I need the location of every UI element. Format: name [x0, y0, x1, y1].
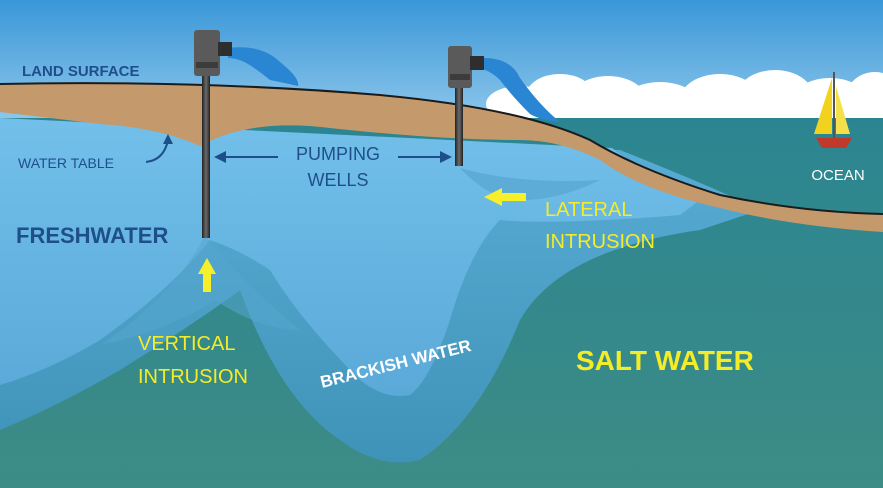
vertical-intrusion-label-line2: INTRUSION	[138, 366, 248, 388]
lateral-intrusion-label-line2: INTRUSION	[545, 231, 655, 253]
water-spout-icon	[478, 57, 560, 123]
freshwater-label: FRESHWATER	[16, 223, 168, 248]
ocean-label: OCEAN	[811, 167, 864, 184]
vertical-intrusion-plume	[100, 236, 300, 345]
salt-water-label: SALT WATER	[576, 345, 754, 376]
arrow-left-icon	[484, 188, 526, 206]
water-spout-icon	[228, 47, 299, 86]
vertical-intrusion-label-line1: VERTICAL	[138, 333, 235, 355]
land-surface-edge	[0, 82, 883, 215]
water-table-arrow-icon	[145, 134, 173, 163]
land-soil	[0, 83, 883, 232]
land-surface-label: LAND SURFACE	[22, 63, 140, 80]
pumping-wells-label-line2: WELLS	[307, 170, 368, 190]
well-pump-icon	[448, 46, 484, 166]
double-arrow-icon	[214, 151, 452, 163]
pumping-wells-label-line1: PUMPING	[296, 144, 380, 164]
sailboat-icon	[814, 72, 852, 148]
well-pump-icon	[194, 30, 232, 238]
lateral-intrusion-label-line1: LATERAL	[545, 199, 632, 221]
water-table-label: WATER TABLE	[18, 155, 114, 171]
arrow-up-icon	[198, 258, 216, 292]
